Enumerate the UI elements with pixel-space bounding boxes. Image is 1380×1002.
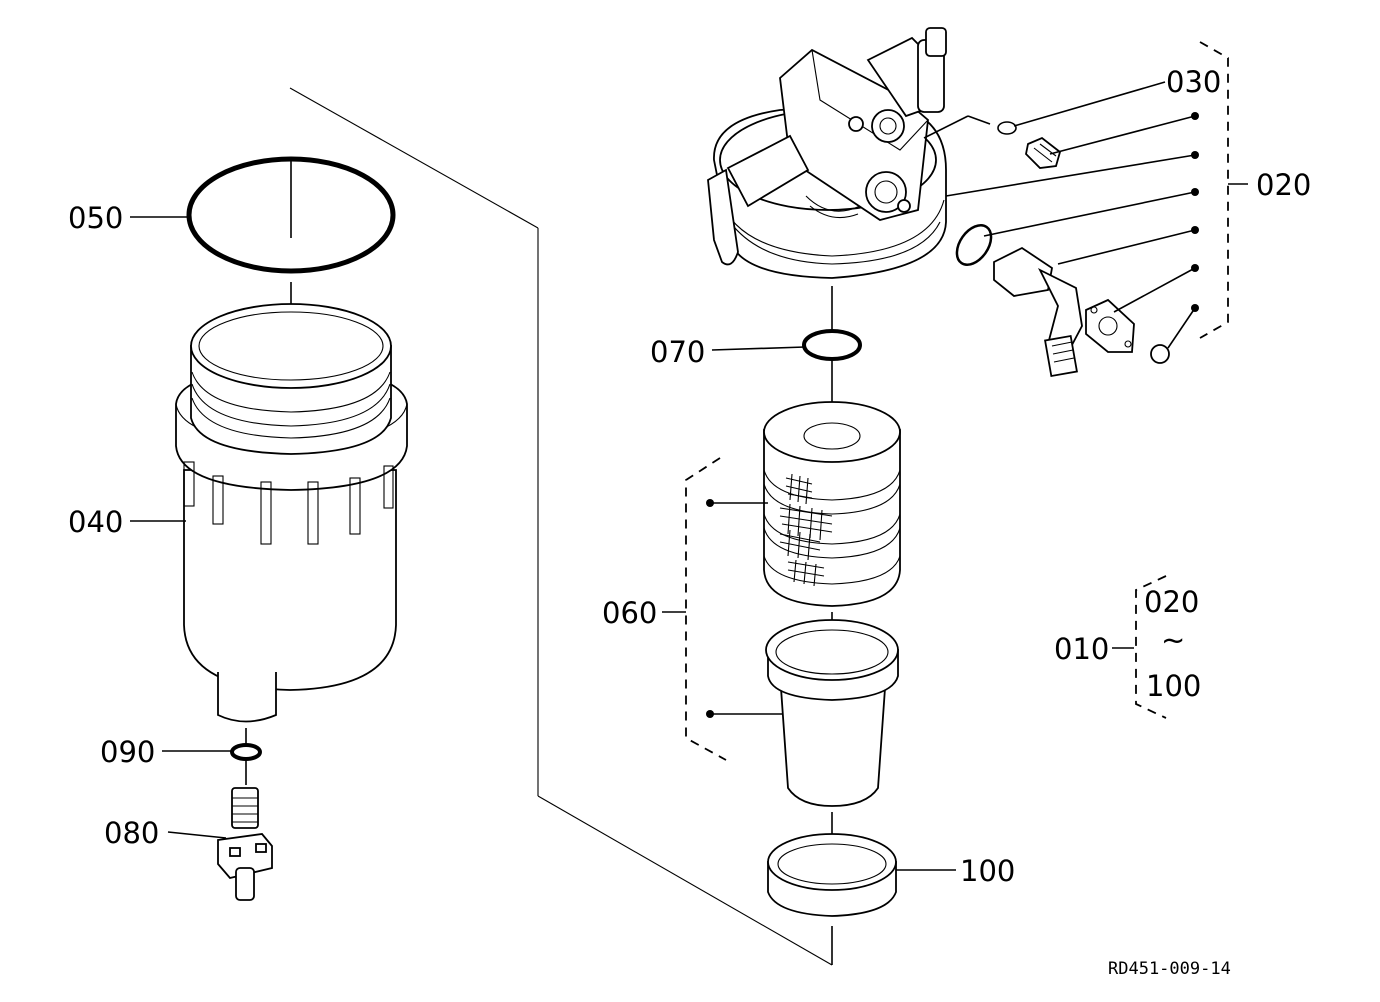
part-050-o-ring <box>186 156 396 274</box>
label-050: 050 <box>68 201 123 235</box>
label-030: 030 <box>1166 65 1221 99</box>
part-040-bowl <box>175 303 408 723</box>
part-020-subparts <box>955 224 1170 378</box>
range-to-label: 100 <box>1146 669 1201 703</box>
part-060-filter-cup <box>765 619 899 807</box>
label-090: 090 <box>100 735 155 769</box>
part-060-filter-element <box>763 401 901 607</box>
part-020-filter-head <box>707 27 947 279</box>
label-040: 040 <box>68 505 123 539</box>
label-070: 070 <box>650 335 705 369</box>
part-labels: 050 040 090 080 070 060 100 030 020 010 … <box>68 65 1311 979</box>
part-080-drain-plug <box>217 787 273 901</box>
leader-lines <box>130 81 1248 871</box>
part-090-small-o-ring <box>230 728 262 785</box>
label-020: 020 <box>1256 168 1311 202</box>
dashed-brackets <box>685 41 1229 761</box>
part-100-ring <box>767 833 897 917</box>
assembly-frame-lines <box>289 87 833 966</box>
label-010: 010 <box>1054 632 1109 666</box>
label-080: 080 <box>104 816 159 850</box>
part-070-o-ring <box>802 329 862 361</box>
label-060: 060 <box>602 596 657 630</box>
leader-dots <box>706 112 1199 718</box>
part-030-vent-screw <box>997 121 1062 169</box>
range-tilde: ~ <box>1161 623 1185 657</box>
label-100: 100 <box>960 854 1015 888</box>
reference-code: RD451-009-14 <box>1108 959 1231 979</box>
range-from-label: 020 <box>1144 585 1199 619</box>
